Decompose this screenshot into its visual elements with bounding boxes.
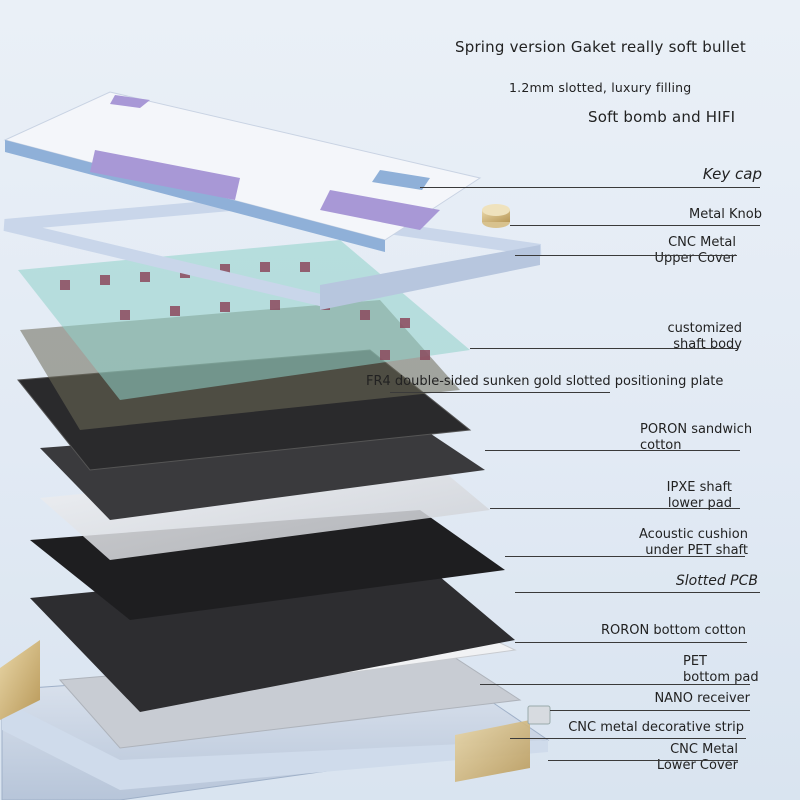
leader-nano-receiver <box>550 710 750 711</box>
label-nano-receiver: NANO receiver <box>654 691 750 706</box>
label-pet-bottom-pad: PET bottom pad <box>683 654 759 685</box>
leader-decorative-strip <box>510 738 746 739</box>
headline-3: Soft bomb and HIFI <box>588 108 736 126</box>
leader-roron-bottom <box>515 642 747 643</box>
leader-ipxe-pad <box>490 508 740 509</box>
label-acoustic-cushion: Acoustic cushion under PET shaft <box>639 527 748 558</box>
label-upper-cover: CNC Metal Upper Cover <box>654 235 736 266</box>
leader-acoustic-cushion <box>505 556 745 557</box>
leader-upper-cover <box>515 255 737 256</box>
label-metal-knob: Metal Knob <box>689 207 762 222</box>
ipxe-pad-shape <box>40 460 490 560</box>
leader-lower-cover <box>548 760 738 761</box>
decorative-strip-shape <box>0 640 40 720</box>
nano-receiver-shape <box>527 705 551 725</box>
leader-pet-bottom-pad <box>480 684 750 685</box>
leader-positioning-plate <box>390 392 610 393</box>
label-roron-bottom: RORON bottom cotton <box>600 623 746 638</box>
headline-2: 1.2mm slotted, luxury filling <box>509 80 692 95</box>
leader-poron-sandwich <box>485 450 740 451</box>
leader-slotted-pcb <box>515 592 760 593</box>
leader-metal-knob <box>510 225 760 226</box>
keycap-shape <box>3 91 482 252</box>
metal-knob-shape <box>482 204 510 228</box>
label-slotted-pcb: Slotted PCB <box>675 573 758 589</box>
label-poron-sandwich: PORON sandwich cotton <box>640 422 753 453</box>
label-key-cap: Key cap <box>702 165 762 183</box>
label-lower-cover: CNC Metal Lower Cover <box>656 742 738 773</box>
leader-key-cap <box>420 187 760 188</box>
label-decorative-strip: CNC metal decorative strip <box>568 720 744 735</box>
headline-1: Spring version Gaket really soft bullet <box>455 38 746 56</box>
label-ipxe-pad: IPXE shaft lower pad <box>666 480 732 511</box>
label-positioning-plate: FR4 double-sided sunken gold slotted pos… <box>366 374 724 389</box>
upper-cover-shape <box>3 198 542 310</box>
leader-shaft-body <box>470 348 738 349</box>
